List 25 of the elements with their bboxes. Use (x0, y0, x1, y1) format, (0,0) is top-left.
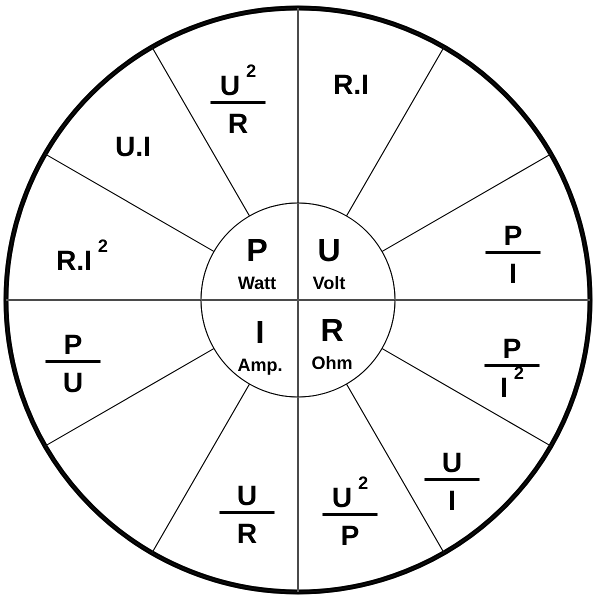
numerator: P (502, 334, 522, 362)
numerator: P (64, 330, 82, 358)
denominator: P (340, 522, 360, 550)
unit-label: Volt (312, 274, 346, 292)
denominator: R (228, 110, 248, 138)
quantity-symbol: U (317, 234, 341, 266)
denominator: I (509, 260, 517, 288)
formula: R.I (333, 71, 369, 99)
unit-label: Amp. (238, 356, 282, 374)
numerator: U$^{2}$ (332, 474, 368, 512)
quantity-symbol: P (246, 234, 268, 266)
quantity-symbol: R (320, 314, 344, 346)
formula: R.I$^{2}$ (56, 238, 108, 275)
numerator: P (504, 222, 522, 250)
numerator: U (236, 482, 258, 510)
formula: U.I (115, 133, 151, 161)
unit-label: Ohm (312, 354, 352, 372)
numerator: U (442, 448, 462, 476)
denominator: I$^{2}$ (500, 364, 524, 402)
quantity-symbol: I (256, 316, 264, 348)
unit-label: Watt (238, 274, 276, 292)
denominator: R (236, 520, 258, 548)
numerator: U$^{2}$ (220, 62, 256, 100)
denominator: U (62, 368, 84, 396)
denominator: I (448, 486, 456, 514)
